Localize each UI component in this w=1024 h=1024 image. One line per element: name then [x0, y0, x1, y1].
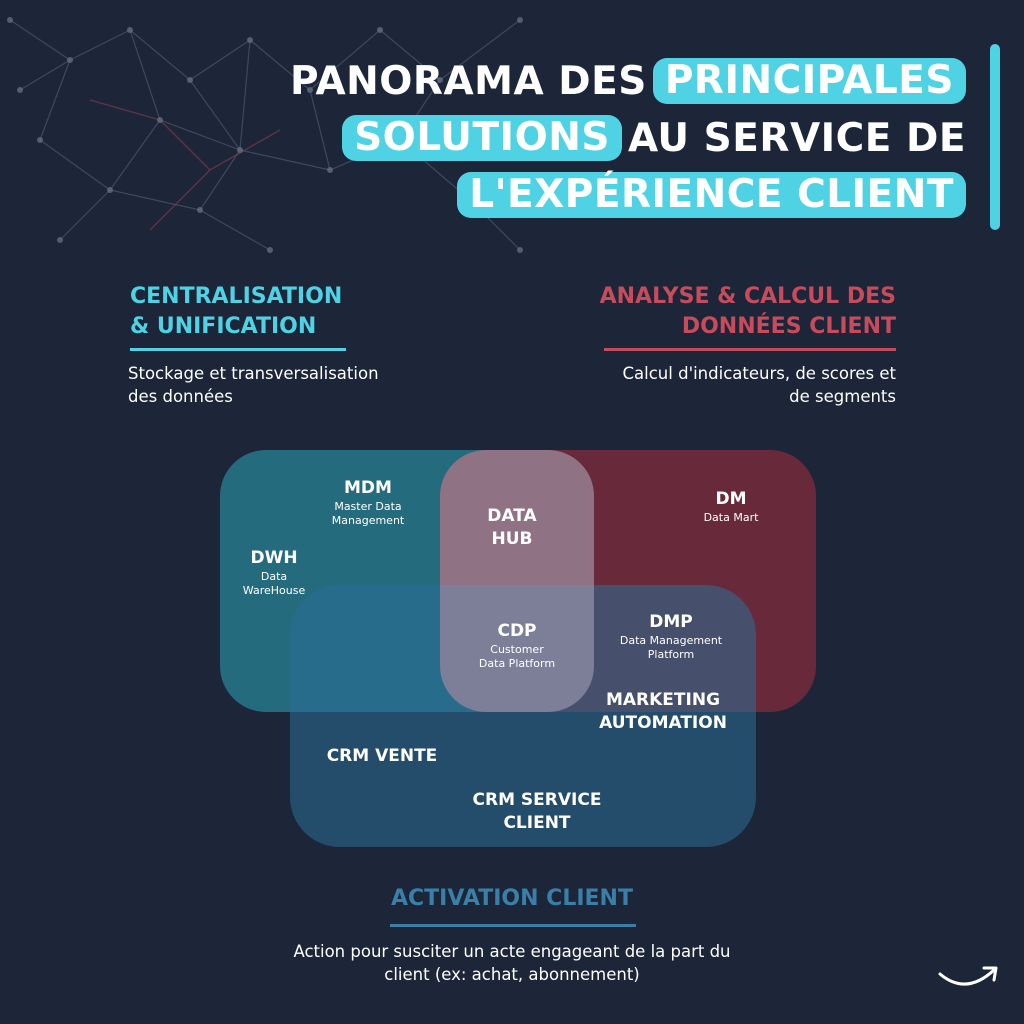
solution-data-hub: DATA HUB	[462, 505, 562, 551]
solution-sub: WareHouse	[242, 584, 306, 597]
category-centralisation-title: CENTRALISATION & UNIFICATION	[130, 282, 342, 342]
solution-sub: Data Management	[619, 634, 723, 647]
solution-label: CRM VENTE	[326, 746, 438, 766]
category-centralisation-desc: Stockage et transversalisation des donné…	[128, 362, 379, 408]
category-desc-line: Calcul d'indicateurs, de scores et	[622, 364, 896, 383]
solution-sub: Data	[260, 570, 288, 583]
solution-cdp: CDP Customer Data Platform	[462, 620, 572, 671]
solution-abbr: DWH	[250, 548, 298, 568]
category-title-line: ANALYSE & CALCUL DES	[599, 284, 896, 309]
solution-abbr: CDP	[497, 621, 537, 641]
title-line-2: SOLUTIONS AU SERVICE DE	[342, 115, 966, 161]
category-title-line: & UNIFICATION	[130, 314, 317, 339]
solution-sub: Customer	[490, 643, 544, 656]
title-line-1: PANORAMA DES PRINCIPALES	[290, 58, 966, 104]
solution-label: HUB	[491, 529, 533, 549]
solution-label: MARKETING	[605, 690, 721, 710]
category-centralisation-rule	[130, 348, 346, 351]
category-analyse-rule	[604, 348, 896, 351]
solution-crm-vente: CRM VENTE	[312, 745, 452, 768]
title-text: PANORAMA DES	[289, 58, 647, 104]
category-desc-line: Action pour susciter un acte engageant d…	[293, 942, 731, 961]
solution-sub: Management	[331, 514, 405, 527]
category-desc-line: Stockage et transversalisation	[128, 364, 379, 383]
category-analyse-desc: Calcul d'indicateurs, de scores et de se…	[623, 362, 896, 408]
solution-abbr: DM	[715, 489, 747, 509]
solution-crm-service-client: CRM SERVICE CLIENT	[456, 789, 618, 835]
curved-arrow-icon[interactable]	[936, 962, 1002, 992]
solution-abbr: MDM	[344, 478, 392, 498]
title-highlight: PRINCIPALES	[652, 58, 966, 104]
category-activation-desc: Action pour susciter un acte engageant d…	[0, 940, 1024, 986]
category-desc-line: client (ex: achat, abonnement)	[384, 965, 640, 984]
solution-sub: Data Mart	[703, 511, 759, 524]
accent-bar	[990, 44, 1000, 230]
category-analyse-title: ANALYSE & CALCUL DES DONNÉES CLIENT	[600, 282, 896, 342]
solution-abbr: DMP	[649, 612, 693, 632]
solution-sub: Platform	[647, 648, 695, 661]
solution-dm: DM Data Mart	[684, 488, 778, 525]
title-highlight: L'EXPÉRIENCE CLIENT	[457, 172, 966, 218]
solution-label: AUTOMATION	[599, 713, 727, 733]
title-line-3: L'EXPÉRIENCE CLIENT	[457, 172, 966, 218]
solution-marketing-automation: MARKETING AUTOMATION	[582, 689, 744, 735]
solution-mdm: MDM Master Data Management	[318, 477, 418, 528]
category-desc-line: des données	[128, 387, 233, 406]
solution-sub: Master Data	[334, 500, 402, 513]
solution-dmp: DMP Data Management Platform	[608, 611, 734, 662]
title-highlight: SOLUTIONS	[342, 115, 622, 161]
title-text: AU SERVICE DE	[627, 115, 966, 161]
zone-activation	[290, 585, 756, 847]
category-desc-line: de segments	[789, 387, 896, 406]
category-activation-rule	[390, 924, 636, 927]
solution-label: CLIENT	[503, 813, 571, 833]
solution-label: DATA	[487, 506, 537, 526]
solution-label: CRM SERVICE	[472, 790, 602, 810]
solution-dwh: DWH Data WareHouse	[226, 547, 322, 598]
solution-sub: Data Platform	[478, 657, 556, 670]
category-title-line: CENTRALISATION	[130, 284, 343, 309]
category-title-line: DONNÉES CLIENT	[681, 314, 896, 339]
zone-intersection	[440, 450, 594, 712]
category-activation-title: ACTIVATION CLIENT	[391, 886, 633, 911]
